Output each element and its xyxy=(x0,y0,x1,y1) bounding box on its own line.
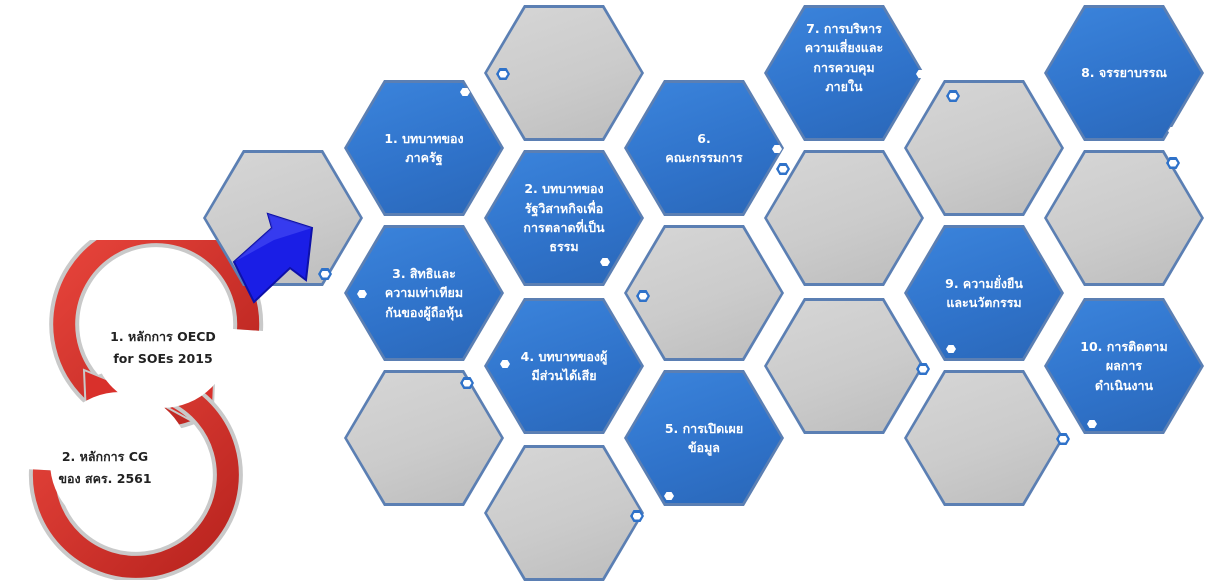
principle-label: 4. บทบาทของผู้ มีส่วนได้เสีย xyxy=(520,348,608,383)
small-hexagon-marker xyxy=(664,492,674,500)
principle-label: 6. คณะกรรมการ xyxy=(665,130,743,165)
small-hexagon-marker xyxy=(916,363,930,375)
blank-hexagon xyxy=(904,370,1064,506)
blank-hexagon xyxy=(1044,150,1204,286)
principle-hexagon: 3. สิทธิและ ความเท่าเทียม กันของผู้ถือหุ… xyxy=(344,225,504,361)
principle-label: 7. การบริหาร ความเสี่ยงและ การควบคุม ภาย… xyxy=(804,21,884,95)
principle-hexagon: 2. บทบาทของ รัฐวิสาหกิจเพื่อ การตลาดที่เ… xyxy=(484,150,644,286)
small-hexagon-marker xyxy=(946,90,960,102)
cycle-item-cg: 2. หลักการ CG ของ สคร. 2561 xyxy=(58,449,152,486)
small-hexagon-marker xyxy=(500,360,510,368)
principle-hexagon: 5. การเปิดเผย ข้อมูล xyxy=(624,370,784,506)
small-hexagon-marker xyxy=(1168,127,1178,135)
principle-label: 9. ความยั่งยืน และนวัตกรรม xyxy=(945,275,1023,310)
blank-hexagon xyxy=(764,298,924,434)
cycle-arrows xyxy=(28,240,264,580)
small-hexagon-marker xyxy=(946,345,956,353)
principle-label: 8. จรรยาบรรณ xyxy=(1081,65,1167,81)
principle-hexagon: 1. บทบาทของ ภาครัฐ xyxy=(344,80,504,216)
small-hexagon-marker xyxy=(636,290,650,302)
blank-hexagon xyxy=(344,370,504,506)
blank-hexagon xyxy=(764,150,924,286)
principle-hexagon: 7. การบริหาร ความเสี่ยงและ การควบคุม ภาย… xyxy=(764,5,924,141)
small-hexagon-marker xyxy=(916,70,926,78)
small-hexagon-marker xyxy=(1087,420,1097,428)
principle-label: 1. บทบาทของ ภาครัฐ xyxy=(384,130,464,165)
small-hexagon-marker xyxy=(630,510,644,522)
small-hexagon-marker xyxy=(318,268,332,280)
small-hexagon-marker xyxy=(772,145,782,153)
principle-label: 2. บทบาทของ รัฐวิสาหกิจเพื่อ การตลาดที่เ… xyxy=(523,181,605,255)
principle-hexagon: 8. จรรยาบรรณ xyxy=(1044,5,1204,141)
small-hexagon-marker xyxy=(1166,157,1180,169)
principle-hexagon: 6. คณะกรรมการ xyxy=(624,80,784,216)
principle-hexagon: 9. ความยั่งยืน และนวัตกรรม xyxy=(904,225,1064,361)
principle-hexagon: 10. การติดตาม ผลการ ดำเนินงาน xyxy=(1044,298,1204,434)
small-hexagon-marker xyxy=(1056,433,1070,445)
blue-pointer-arrow xyxy=(232,212,314,304)
principle-label: 3. สิทธิและ ความเท่าเทียม กันของผู้ถือหุ… xyxy=(384,265,464,320)
small-hexagon-marker xyxy=(600,258,610,266)
principle-label: 5. การเปิดเผย ข้อมูล xyxy=(664,420,744,455)
cycle-item-oecd: 1. หลักการ OECD for SOEs 2015 xyxy=(110,329,216,366)
small-hexagon-marker xyxy=(776,163,790,175)
principle-label: 10. การติดตาม ผลการ ดำเนินงาน xyxy=(1080,338,1168,393)
blank-hexagon xyxy=(484,445,644,581)
small-hexagon-marker xyxy=(460,377,474,389)
blank-hexagon xyxy=(904,80,1064,216)
blank-hexagon xyxy=(624,225,784,361)
small-hexagon-marker xyxy=(357,290,367,298)
small-hexagon-marker xyxy=(460,88,470,96)
small-hexagon-marker xyxy=(496,68,510,80)
